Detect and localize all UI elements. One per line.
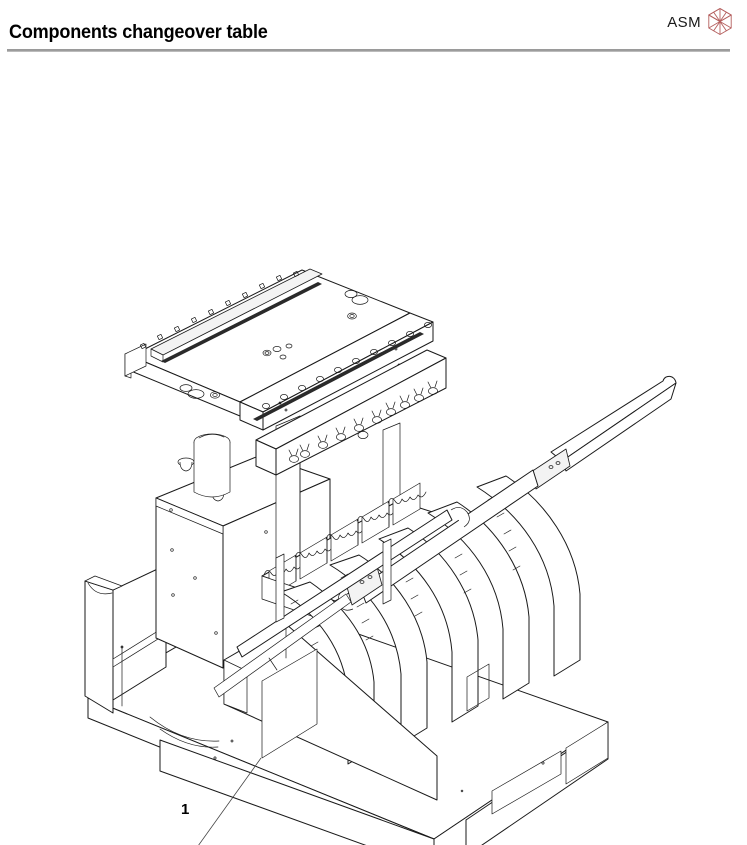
hexagon-cube-wireframe-icon <box>707 7 733 36</box>
caster-wheel <box>149 716 220 748</box>
rear-support-posts <box>275 538 392 623</box>
brand-logo: ASM <box>667 7 733 37</box>
brand-name: ASM <box>667 13 701 31</box>
figure-illustration-area: .ln { fill:none; stroke:#1a1a1a; stroke-… <box>0 58 747 845</box>
page-title: Components changeover table <box>9 22 268 43</box>
title-divider <box>7 49 730 52</box>
knob-row <box>288 380 438 463</box>
components-changeover-table-drawing: .ln { fill:none; stroke:#1a1a1a; stroke-… <box>84 268 677 845</box>
push-handle-bar <box>213 375 677 698</box>
bolt-head-row-front <box>262 322 432 409</box>
control-knob-rail <box>255 349 447 476</box>
page-header: ASM Components changeover table <box>0 0 747 58</box>
top-tooling-plate <box>124 268 434 431</box>
bolt-hole-row-back <box>139 270 300 350</box>
callout-leader-1 <box>198 757 262 845</box>
callout-label-1: 1 <box>181 801 190 818</box>
